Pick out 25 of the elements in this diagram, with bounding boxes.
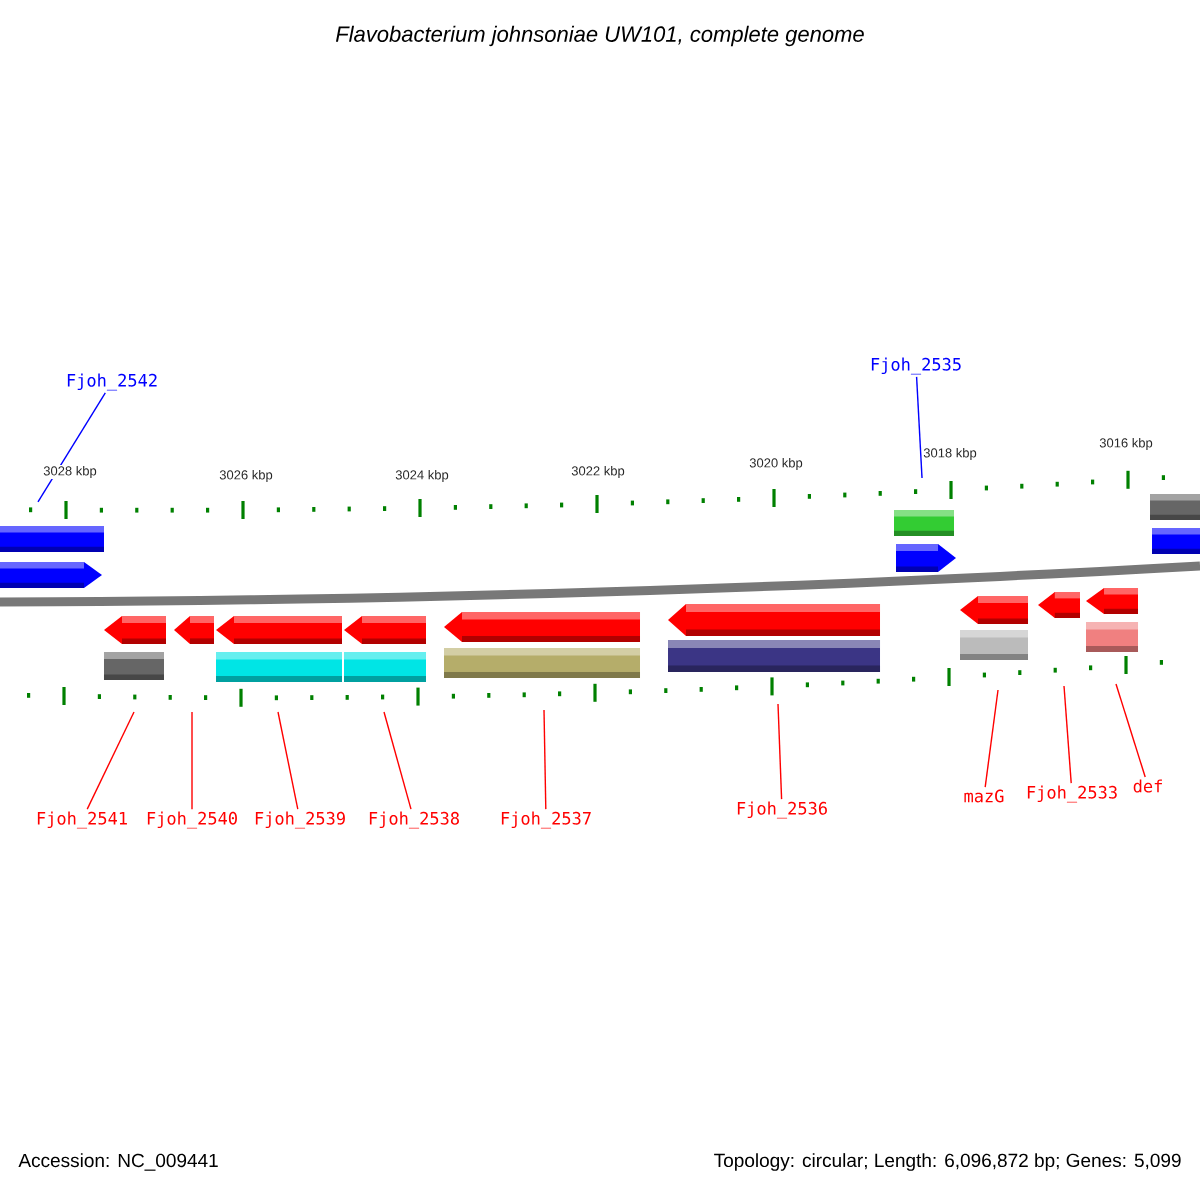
leader-line [383,711,412,810]
leader-line [1063,685,1072,784]
gene-label: def [1133,779,1162,793]
leader-line [277,711,299,810]
leader-line [984,689,999,788]
gene-label: Fjoh_2539 [255,811,345,829]
leader-line [37,392,106,503]
gene-label: Fjoh_2537 [501,811,591,829]
leader-line [543,709,547,810]
leader-line [1115,683,1146,778]
gene-label: Fjoh_2533 [1027,785,1117,803]
leader-line [777,703,783,800]
leader-line [915,376,923,479]
gene-label: mazG [964,789,1004,803]
gene-label: Fjoh_2540 [147,811,237,829]
gene-label: Fjoh_2535 [871,357,961,375]
gene-label: Fjoh_2541 [37,811,127,829]
footer-text: Topology: circular; Length: 6,096,872 bp; Genes: 5,099 [714,1153,1181,1171]
footer-text: Accession: NC_009441 [18,1153,218,1171]
title: Flavobacterium johnsoniae UW101, complete genome [335,25,864,47]
leader-line [191,711,193,810]
leader-line [86,711,135,810]
gene-label: Fjoh_2538 [369,811,459,829]
gene-label: Fjoh_2536 [737,801,827,819]
gene-label: Fjoh_2542 [67,373,157,391]
